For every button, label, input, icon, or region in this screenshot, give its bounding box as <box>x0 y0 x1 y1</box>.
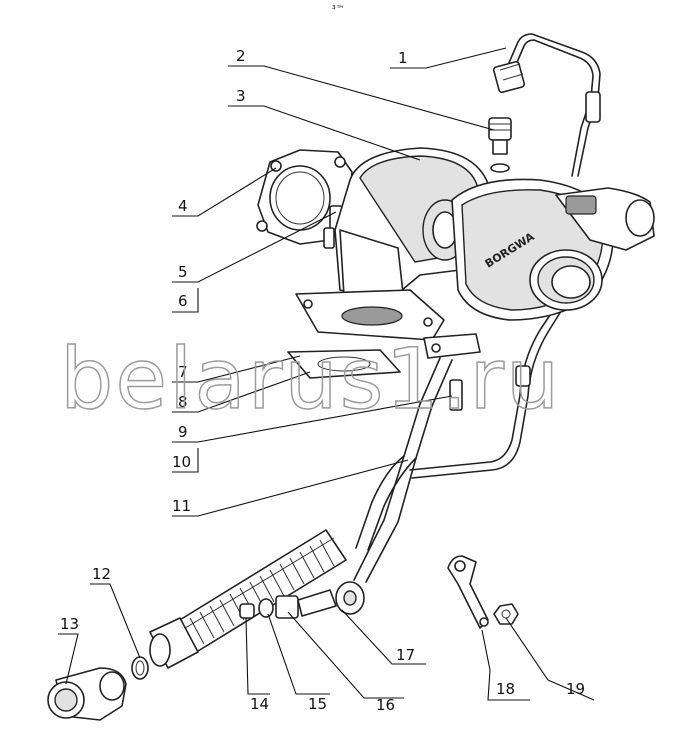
callout-2: 2 <box>236 47 246 65</box>
callout-16: 16 <box>376 696 395 714</box>
callouts: 1 2 3 4 5 6 7 8 9 10 11 12 13 14 15 16 1… <box>60 47 585 714</box>
callout-10: 10 <box>172 453 191 471</box>
callout-12: 12 <box>92 565 111 583</box>
drain-gasket <box>287 349 401 379</box>
watermark: belarus1.ru <box>60 330 561 428</box>
leader-lines <box>58 47 595 701</box>
flange-gasket <box>256 149 353 245</box>
callout-11: 11 <box>172 497 191 515</box>
callout-18: 18 <box>496 680 515 698</box>
oil-supply-pipe <box>409 33 601 479</box>
callout-17: 17 <box>396 646 415 664</box>
callout-14: 14 <box>250 695 269 713</box>
elbow-fitting <box>47 667 127 721</box>
banjo-fitting <box>488 117 512 173</box>
callout-8: 8 <box>178 393 188 411</box>
callout-3: 3 <box>236 87 246 105</box>
callout-19: 19 <box>566 680 585 698</box>
callout-15: 15 <box>308 695 327 713</box>
callout-7: 7 <box>178 363 188 381</box>
callout-4: 4 <box>178 197 188 215</box>
corrugated-hose <box>149 529 347 669</box>
callout-6: 6 <box>178 292 188 310</box>
callout-1: 1 <box>398 49 408 67</box>
nut <box>493 603 519 625</box>
callout-9: 9 <box>178 423 188 441</box>
oil-drain-tube <box>353 357 453 583</box>
sealing-ring <box>131 656 149 680</box>
callout-13: 13 <box>60 615 79 633</box>
callout-5: 5 <box>178 263 188 281</box>
bracket <box>447 555 489 629</box>
turbocharger: BORGWA <box>295 147 655 359</box>
top-mark: ³™ <box>332 5 345 15</box>
hose-fittings <box>239 581 365 619</box>
drain-bolt <box>449 379 463 411</box>
